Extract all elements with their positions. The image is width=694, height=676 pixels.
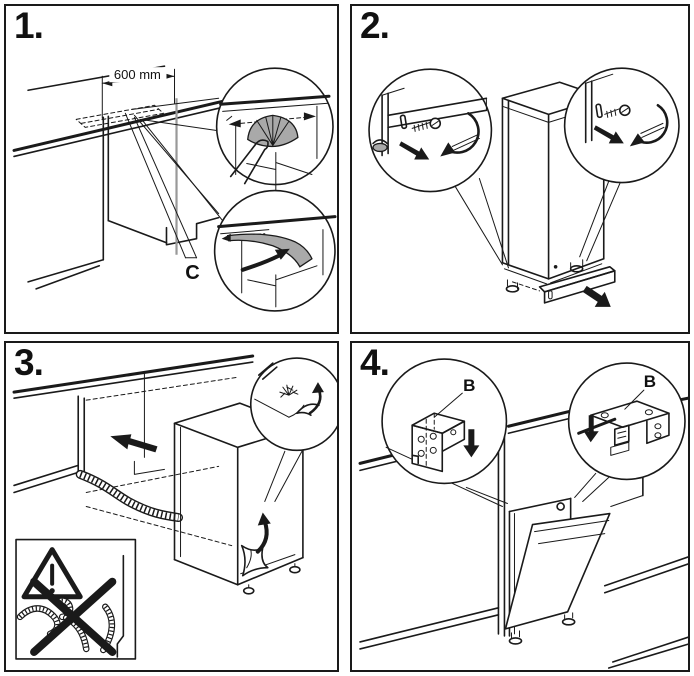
- rotation-arrow-icon: [440, 112, 480, 157]
- step-2-number: 2.: [360, 5, 390, 46]
- bracket-label-b-left: B: [463, 376, 475, 395]
- step-1-number: 1.: [14, 5, 44, 46]
- adjustable-foot-icon: [505, 259, 584, 293]
- drain-hose-icon: [75, 469, 184, 523]
- push-in-arrow-icon: [110, 434, 158, 453]
- plinth-panel: [511, 265, 616, 307]
- screw-icon: [604, 104, 631, 118]
- sealing-strip-icon: [221, 233, 313, 268]
- bracket-label-b-right: B: [644, 372, 656, 391]
- callout-screw-right: [563, 67, 680, 184]
- warning-inset: [15, 538, 137, 660]
- panel-step-2: 2.: [350, 4, 690, 334]
- seal-position-dashed: [75, 104, 164, 128]
- callout-leader-lines: [454, 176, 624, 269]
- press-seal-hand-icon: [229, 139, 269, 185]
- apply-direction-arrow-icon: [240, 248, 290, 272]
- callout-bracket-left: B: [381, 358, 508, 508]
- step-4-illustration: B B: [358, 358, 688, 669]
- callout-peel-film: [249, 357, 337, 502]
- callout-sealing-strip: [213, 189, 337, 312]
- rotation-arrow-icon: [629, 104, 669, 147]
- callout-press-seal: [215, 67, 334, 192]
- protective-film-curl: [240, 544, 269, 577]
- mounting-bracket-icon: [589, 400, 670, 456]
- mounting-bracket-icon: [411, 412, 466, 473]
- crumpled-film: [279, 384, 299, 398]
- seal-knob: [247, 114, 299, 148]
- step-1-illustration: 600 mm: [12, 65, 337, 312]
- step-4-number: 4.: [360, 342, 390, 383]
- front-foot: [372, 139, 388, 153]
- panel-step-4: 4.: [350, 341, 690, 672]
- down-arrow-icon: [463, 429, 480, 458]
- fasten-arrow-icon: [399, 141, 430, 160]
- callout-bracket-right: B: [567, 362, 686, 502]
- worktop-and-niche: [12, 354, 255, 547]
- cabinet-outline: [27, 98, 220, 290]
- dimension-label: 600 mm: [114, 67, 161, 82]
- plinth-removal-arrow-icon: [582, 285, 611, 307]
- callout-leader-lines: [124, 97, 228, 259]
- wall-profile: [116, 554, 125, 658]
- down-arrow-icon: [583, 415, 599, 443]
- callout-screw-left: [368, 68, 493, 193]
- feet-and-floor: [359, 556, 688, 669]
- seal-label-c: C: [185, 262, 199, 284]
- panel-step-1: 1. 600 mm: [4, 4, 339, 334]
- no-kink-cross-icon: [30, 577, 117, 656]
- step-3-number: 3.: [14, 342, 44, 383]
- step-2-illustration: [368, 67, 680, 307]
- screw-icon: [411, 117, 442, 132]
- step-3-illustration: [12, 354, 337, 660]
- open-door: [504, 512, 611, 630]
- peel-direction-arrow-icon: [255, 512, 271, 554]
- dimension-600mm: 600 mm: [101, 67, 176, 119]
- panel-step-3: 3.: [4, 341, 339, 672]
- peel-arrow-icon: [308, 382, 324, 415]
- dimension-text-bg: [109, 67, 167, 83]
- fasten-arrow-icon: [593, 125, 624, 144]
